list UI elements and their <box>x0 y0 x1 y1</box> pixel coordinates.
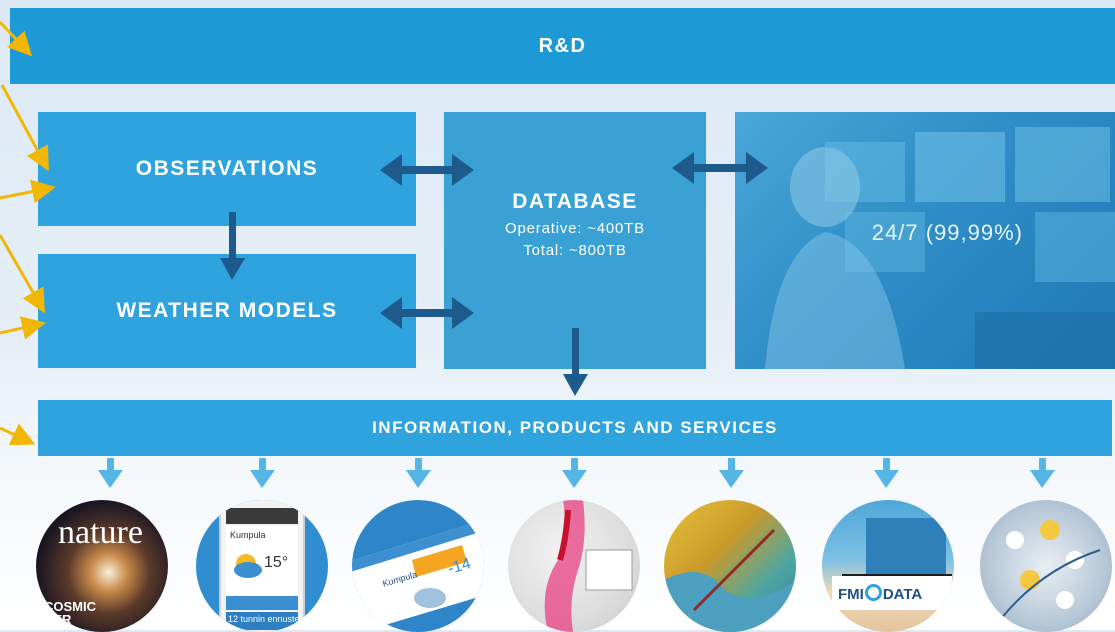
input-arrow-rd <box>0 20 33 57</box>
control-room-illustration <box>765 127 1115 369</box>
observations-box: OBSERVATIONS <box>38 112 416 226</box>
double-arrow-wm-db <box>380 297 474 329</box>
baltic-map-illustration <box>664 528 796 632</box>
output-arrow-7 <box>1030 458 1055 488</box>
laptop-illustration <box>832 518 952 610</box>
input-arrow-wm-1 <box>0 234 45 314</box>
map-illustration <box>544 500 633 632</box>
operations-label: 24/7 (99,99%) <box>871 220 1023 245</box>
database-operative: Operative: ~400TB <box>505 219 645 237</box>
tablet-illustration <box>352 520 484 632</box>
fmi-logo-circle-icon <box>864 584 882 601</box>
phone-illustration <box>219 500 305 632</box>
input-arrow-obs-2 <box>0 179 56 204</box>
baltic-map-image <box>664 500 796 632</box>
database-title: DATABASE <box>512 189 638 213</box>
output-arrow-3 <box>406 458 431 488</box>
observations-label: OBSERVATIONS <box>135 157 319 180</box>
rd-label: R&D <box>538 34 587 57</box>
weather-models-box: WEATHER MODELS <box>38 254 416 368</box>
nature-cover-text: COSMIC DER <box>44 600 96 626</box>
input-arrows <box>0 20 56 446</box>
weather-symbols-map-image <box>980 500 1112 632</box>
nature-cover-line1: COSMIC <box>44 599 96 614</box>
rd-box: R&D <box>10 8 1115 84</box>
double-arrow-db-ops <box>672 152 768 184</box>
nature-masthead: nature <box>58 514 143 551</box>
weather-symbols-illustration <box>999 520 1101 621</box>
output-arrow-5 <box>719 458 744 488</box>
weather-web-app-image: Kumpula -14 <box>352 500 484 632</box>
info-box: INFORMATION, PRODUCTS AND SERVICES <box>38 400 1112 456</box>
output-arrow-1 <box>98 458 123 488</box>
output-arrows <box>98 458 1055 488</box>
output-arrow-2 <box>250 458 275 488</box>
phone-temp: 15° <box>264 554 289 571</box>
info-label: INFORMATION, PRODUCTS AND SERVICES <box>372 418 778 437</box>
output-arrow-6 <box>874 458 899 488</box>
output-arrow-4 <box>562 458 587 488</box>
arrow-db-info <box>563 328 588 396</box>
database-box: DATABASE Operative: ~400TB Total: ~800TB <box>444 112 706 369</box>
database-total: Total: ~800TB <box>523 241 627 259</box>
double-arrow-obs-db <box>380 154 474 186</box>
nature-journal-image: nature COSMIC DER <box>36 500 168 632</box>
finland-map-red-image <box>508 500 640 632</box>
weather-phone-app-image: Kumpula 15° 12 tunnin ennuste <box>196 500 328 632</box>
input-arrow-info <box>0 423 36 446</box>
nature-cover-line2: DER <box>44 612 72 627</box>
input-arrow-obs-1 <box>0 84 49 172</box>
operations-photo: 24/7 (99,99%) <box>735 112 1115 369</box>
weather-models-label: WEATHER MODELS <box>116 299 338 322</box>
fmi-data-logo: FMI DATA <box>838 584 922 603</box>
input-arrow-wm-2 <box>0 316 46 340</box>
fmi-logo-text: FMI <box>838 586 864 603</box>
arrow-obs-wm <box>220 212 245 280</box>
fmi-logo-data-text: DATA <box>882 586 923 603</box>
fmi-data-image: FMI DATA <box>822 500 954 632</box>
phone-place: Kumpula <box>230 530 266 540</box>
phone-forecast: 12 tunnin ennuste <box>228 614 300 624</box>
